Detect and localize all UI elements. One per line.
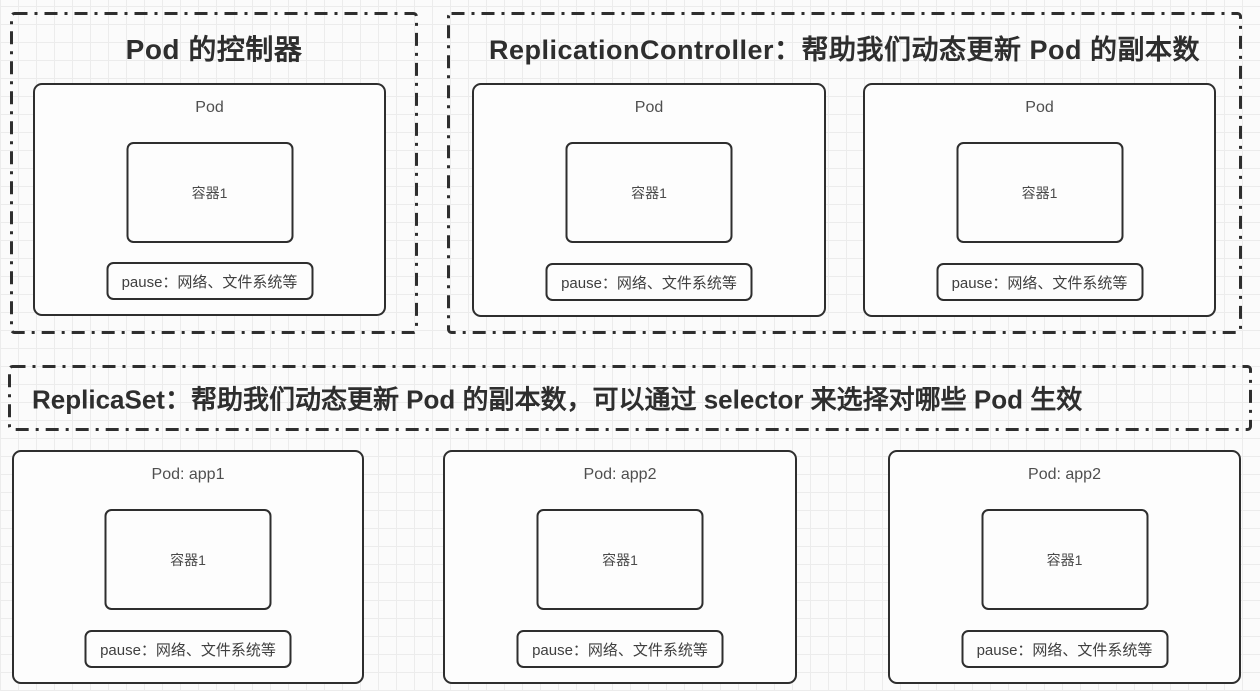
pause-box: pause：网络、文件系统等 (961, 630, 1168, 668)
container-box: 容器1 (536, 509, 704, 610)
pod-title: Pod (195, 99, 224, 116)
container-box: 容器1 (126, 142, 293, 243)
pod-title: Pod: app2 (583, 466, 657, 483)
container-label: 容器1 (191, 184, 228, 201)
container-box: 容器1 (956, 142, 1123, 243)
pod-box: Pod 容器1 pause：网络、文件系统等 (863, 83, 1216, 317)
pause-box: pause：网络、文件系统等 (84, 630, 292, 668)
pause-label: pause：网络、文件系统等 (100, 641, 276, 659)
pause-box: pause：网络、文件系统等 (936, 263, 1143, 301)
container-box: 容器1 (981, 509, 1148, 610)
container-label: 容器1 (1046, 551, 1083, 568)
container-box: 容器1 (565, 142, 733, 243)
pause-box: pause：网络、文件系统等 (516, 630, 724, 668)
pod-title: Pod (634, 99, 664, 116)
container-box: 容器1 (104, 509, 272, 610)
pause-label: pause：网络、文件系统等 (532, 641, 708, 659)
section-pod-controller: Pod 的控制器 Pod 容器1 pause：网络、文件系统等 (10, 12, 418, 334)
pause-label: pause：网络、文件系统等 (951, 274, 1128, 292)
pause-box: pause：网络、文件系统等 (545, 263, 753, 301)
pod-box: Pod 容器1 pause：网络、文件系统等 (33, 83, 386, 316)
container-label: 容器1 (1021, 184, 1058, 201)
pod-box: Pod: app2 容器1 pause：网络、文件系统等 (443, 450, 797, 684)
section-title: Pod 的控制器 (125, 34, 303, 65)
pod-box: Pod: app2 容器1 pause：网络、文件系统等 (888, 450, 1241, 684)
container-label: 容器1 (602, 551, 638, 568)
pod-box: Pod: app1 容器1 pause：网络、文件系统等 (12, 450, 364, 684)
pod-title: Pod: app1 (151, 466, 225, 483)
section-title: ReplicationController：帮助我们动态更新 Pod 的副本数 (488, 35, 1201, 65)
pause-box: pause：网络、文件系统等 (106, 262, 313, 300)
pod-box: Pod 容器1 pause：网络、文件系统等 (472, 83, 826, 317)
pause-label: pause：网络、文件系统等 (976, 641, 1153, 659)
section-title: ReplicaSet：帮助我们动态更新 Pod 的副本数，可以通过 select… (32, 384, 1083, 415)
pod-title: Pod: app2 (1028, 466, 1101, 483)
pause-label: pause：网络、文件系统等 (561, 274, 737, 292)
container-label: 容器1 (631, 184, 667, 201)
pause-label: pause：网络、文件系统等 (121, 273, 298, 291)
pod-title: Pod (1025, 99, 1054, 116)
container-label: 容器1 (170, 551, 206, 568)
section-replication-controller: ReplicationController：帮助我们动态更新 Pod 的副本数 … (447, 12, 1242, 334)
banner-replicaset: ReplicaSet：帮助我们动态更新 Pod 的副本数，可以通过 select… (8, 365, 1252, 431)
